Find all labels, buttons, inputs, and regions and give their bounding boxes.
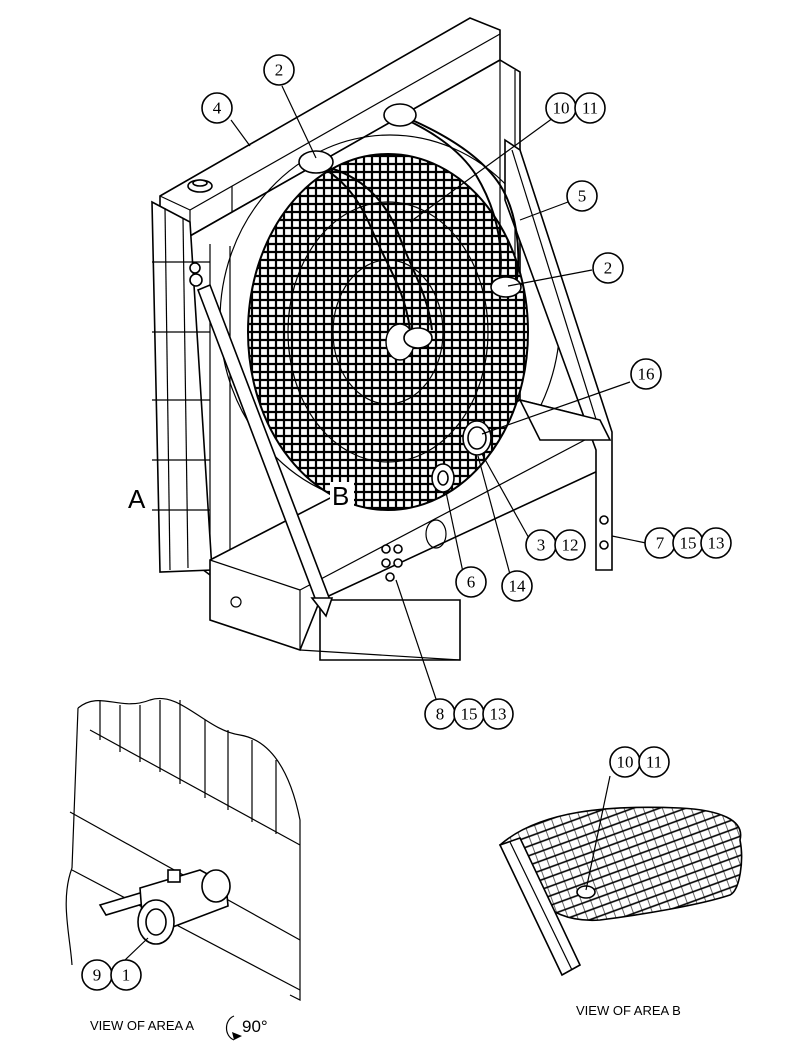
callout-5: 5 — [566, 180, 598, 212]
detail-b-strut — [498, 837, 582, 977]
detail-view-area-b: 10 11 VIEW OF AREA B — [498, 746, 743, 1018]
callout-12: 12 — [554, 529, 586, 561]
callout-6: 6 — [455, 566, 487, 598]
svg-text:15: 15 — [680, 534, 697, 553]
callout-10-top: 10 — [545, 92, 577, 124]
detail-view-area-a: 9 1 VIEW OF AREA A 90° — [65, 697, 301, 1041]
svg-text:3: 3 — [537, 536, 546, 555]
svg-text:10: 10 — [617, 753, 634, 772]
callout-1: 1 — [110, 959, 142, 991]
callout-2-right: 2 — [592, 252, 624, 284]
svg-text:2: 2 — [604, 259, 613, 278]
svg-text:10: 10 — [553, 99, 570, 118]
svg-text:12: 12 — [562, 536, 579, 555]
callout-15-bottom: 15 — [453, 698, 485, 730]
callout-8: 8 — [424, 698, 456, 730]
svg-text:6: 6 — [467, 573, 476, 592]
caption-view-area-a: VIEW OF AREA A — [90, 1018, 194, 1033]
svg-text:7: 7 — [656, 534, 665, 553]
callout-4: 4 — [201, 92, 233, 124]
detail-a-vertical-bars — [99, 700, 277, 834]
callout-2-top: 2 — [263, 54, 295, 86]
base-frame — [209, 399, 601, 661]
caption-view-area-b: VIEW OF AREA B — [576, 1003, 681, 1018]
callout-10-detail: 10 — [609, 746, 641, 778]
upper-hose-right — [383, 103, 522, 298]
fan-guard — [247, 153, 529, 511]
svg-text:9: 9 — [93, 966, 102, 985]
main-radiator-view: A B 4 2 10 11 5 — [128, 17, 732, 730]
svg-text:14: 14 — [509, 577, 527, 596]
drain-fitting-6 — [431, 463, 455, 493]
svg-text:8: 8 — [436, 705, 445, 724]
detail-b-fastener — [576, 885, 596, 899]
drain-valve-9 — [98, 869, 231, 945]
svg-text:11: 11 — [582, 99, 598, 118]
svg-text:1: 1 — [122, 966, 131, 985]
rotation-label: 90° — [242, 1017, 268, 1036]
leader-lines — [230, 85, 647, 703]
callout-3: 3 — [525, 529, 557, 561]
callout-13-right: 13 — [700, 527, 732, 559]
callout-9: 9 — [81, 959, 113, 991]
svg-text:2: 2 — [275, 61, 284, 80]
upper-hose-left — [298, 150, 433, 349]
callout-13-bottom: 13 — [482, 698, 514, 730]
svg-text:13: 13 — [708, 534, 725, 553]
callout-15-right: 15 — [672, 527, 704, 559]
callout-11-top: 11 — [574, 92, 606, 124]
svg-text:15: 15 — [461, 705, 478, 724]
sight-gauge-16 — [462, 420, 492, 456]
mounting-bolts-8 — [381, 544, 403, 582]
left-diagonal-strut — [189, 273, 334, 618]
area-b-label-bg — [330, 482, 354, 510]
svg-text:16: 16 — [638, 365, 655, 384]
callout-11-detail: 11 — [638, 746, 670, 778]
rotate-arrow-icon — [225, 1015, 242, 1041]
svg-text:13: 13 — [490, 705, 507, 724]
callout-16: 16 — [630, 358, 662, 390]
right-support-leg — [504, 138, 613, 571]
svg-text:5: 5 — [578, 187, 587, 206]
svg-text:11: 11 — [646, 753, 662, 772]
area-a-label: A — [128, 484, 146, 514]
callout-14: 14 — [501, 570, 533, 602]
svg-text:4: 4 — [213, 99, 222, 118]
area-b-label: B — [332, 481, 349, 511]
callout-7: 7 — [644, 527, 676, 559]
